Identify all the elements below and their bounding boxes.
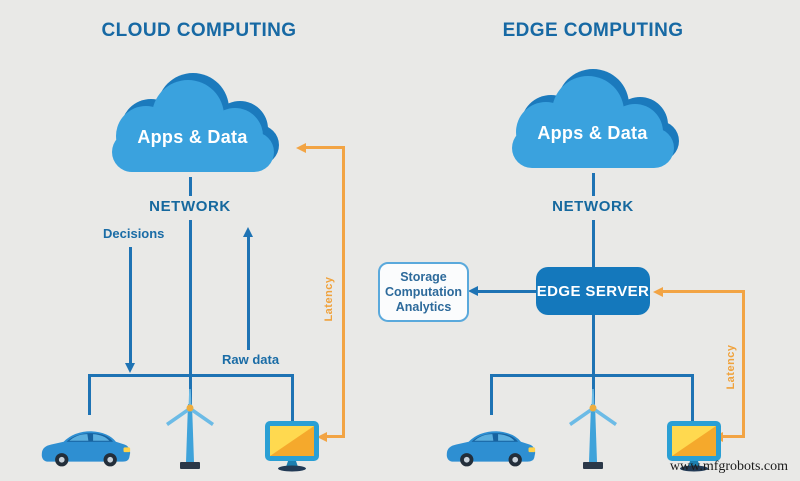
network-label: NETWORK xyxy=(149,198,231,215)
network-line xyxy=(189,177,192,196)
network-label: NETWORK xyxy=(552,198,634,215)
storage-line: Computation xyxy=(384,284,463,299)
network-line xyxy=(189,220,192,410)
latency-arrow-to-server-icon xyxy=(653,287,663,297)
cloud-icon: Apps & Data xyxy=(500,68,685,173)
decisions-label: Decisions xyxy=(103,226,165,241)
latency-line xyxy=(662,290,745,293)
network-line xyxy=(592,315,595,410)
car-icon xyxy=(443,423,538,473)
network-line xyxy=(592,220,595,267)
apps-data-label: Apps & Data xyxy=(137,127,248,147)
connector-line xyxy=(490,374,694,377)
wind-turbine-icon xyxy=(563,388,623,475)
storage-arrow-icon xyxy=(468,286,478,296)
latency-line xyxy=(305,146,345,149)
cloud-shape xyxy=(112,73,279,172)
connector-drop-line xyxy=(691,374,694,422)
car-icon xyxy=(38,423,133,473)
monitor-icon xyxy=(263,419,321,477)
storage-line: Storage xyxy=(400,269,447,284)
latency-arrow-to-cloud-icon xyxy=(296,143,306,153)
latency-line xyxy=(742,290,745,438)
edge-server-label: EDGE SERVER xyxy=(536,282,650,300)
cloud-shape xyxy=(512,69,679,168)
arrow-up-icon xyxy=(243,227,253,237)
connector-drop-line xyxy=(291,374,294,422)
arrow-down-icon xyxy=(125,363,135,373)
storage-box: Storage Computation Analytics xyxy=(378,262,469,322)
latency-label: Latency xyxy=(323,276,335,322)
wind-turbine-icon xyxy=(160,388,220,475)
raw-data-label: Raw data xyxy=(222,352,280,367)
latency-line xyxy=(342,146,345,438)
latency-arrow-to-device-icon xyxy=(317,432,327,442)
latency-label: Latency xyxy=(725,344,737,390)
connector-drop-line xyxy=(490,374,493,415)
decisions-arrow xyxy=(129,247,132,364)
edge-server-box: EDGE SERVER xyxy=(536,267,650,315)
apps-data-label: Apps & Data xyxy=(537,123,648,143)
network-line xyxy=(592,173,595,196)
storage-line: Analytics xyxy=(395,299,452,314)
latency-line xyxy=(326,435,345,438)
storage-arrow-line xyxy=(477,290,536,293)
edge-computing-title: EDGE COMPUTING xyxy=(502,20,684,41)
connector-drop-line xyxy=(88,374,91,415)
connector-line xyxy=(88,374,294,377)
cloud-icon: Apps & Data xyxy=(100,72,285,177)
latency-line xyxy=(722,435,745,438)
raw-data-arrow xyxy=(247,236,250,350)
monitor-icon xyxy=(665,419,723,477)
cloud-computing-title: CLOUD COMPUTING xyxy=(101,20,297,41)
watermark: www.mfgrobots.com xyxy=(669,459,788,474)
